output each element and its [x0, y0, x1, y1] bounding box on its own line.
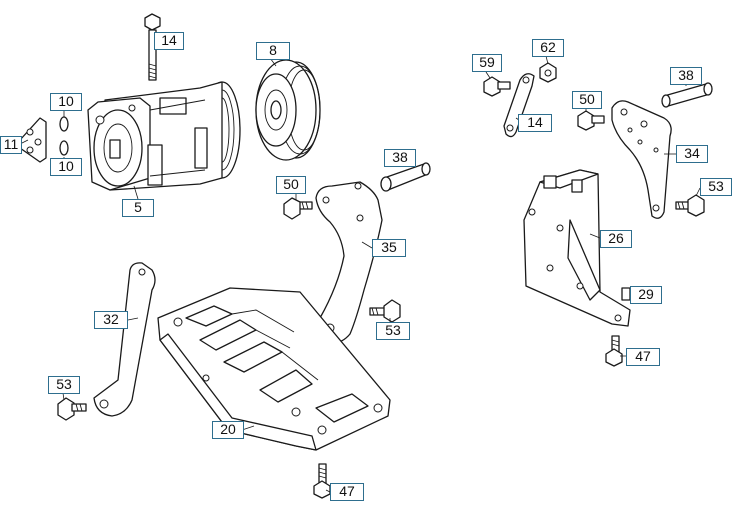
bracket-34 — [611, 100, 672, 219]
compressor-5 — [87, 81, 241, 191]
bolt-50-right — [577, 110, 605, 131]
callout-47-right: 47 — [626, 348, 660, 366]
bolt-53-center — [369, 299, 401, 323]
bolt-59 — [483, 76, 511, 97]
callout-5-compressor: 5 — [122, 199, 154, 217]
callout-10-upper: 10 — [50, 93, 82, 111]
callout-29-pin: 29 — [630, 286, 662, 304]
bolt-14 — [144, 13, 161, 81]
callout-38-center: 38 — [384, 149, 416, 167]
bolt-53-right — [675, 194, 705, 217]
dowel-pin-38-center — [380, 162, 431, 192]
callout-14-bolt: 14 — [154, 32, 184, 50]
callout-53-center: 53 — [376, 322, 410, 340]
callout-26-bracket: 26 — [600, 230, 632, 248]
pin-29 — [621, 287, 631, 301]
callout-62: 62 — [532, 39, 564, 57]
callout-53-right: 53 — [700, 178, 732, 196]
bracket-35 — [315, 181, 383, 344]
o-ring-10-lower — [59, 140, 69, 156]
pulley-8 — [255, 59, 321, 161]
mounting-base-20 — [157, 287, 391, 451]
callout-35-bracket: 35 — [372, 239, 406, 257]
callout-59: 59 — [472, 54, 502, 72]
link-14 — [503, 73, 535, 138]
callout-47-bottom: 47 — [330, 483, 364, 501]
callout-50-center: 50 — [276, 176, 306, 194]
bolt-53-left — [57, 397, 87, 421]
callout-20-base: 20 — [212, 421, 244, 439]
callout-8-pulley: 8 — [256, 42, 290, 60]
callout-14-link: 14 — [518, 114, 552, 132]
nut-62 — [539, 62, 557, 83]
bracket-26 — [523, 169, 631, 327]
o-ring-10-upper — [59, 116, 69, 132]
bolt-47-right — [605, 335, 623, 367]
bolt-50-center — [283, 197, 313, 220]
cover-plate-11 — [19, 117, 47, 163]
callout-38-right: 38 — [670, 67, 702, 85]
callout-11: 11 — [0, 136, 22, 154]
callout-53-left: 53 — [48, 376, 80, 394]
bolt-47-bottom — [313, 463, 331, 499]
callout-10-lower: 10 — [50, 158, 82, 176]
callout-32-strut: 32 — [94, 311, 128, 329]
strut-32 — [93, 262, 156, 417]
callout-34-bracket: 34 — [676, 145, 708, 163]
dowel-pin-38-right — [661, 82, 713, 108]
callout-50-right: 50 — [572, 91, 602, 109]
